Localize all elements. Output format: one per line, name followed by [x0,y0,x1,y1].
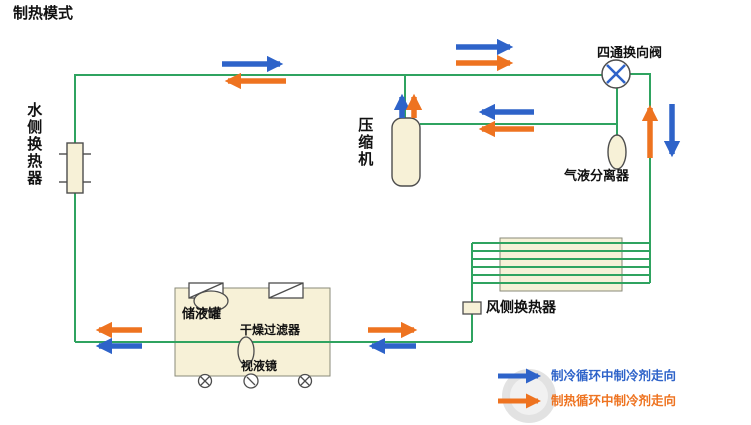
water-hx-label: 水侧换热器 [25,102,43,187]
drier-filter-symbol [237,336,255,366]
four-way-valve-label: 四通换向阀 [597,45,663,60]
compressor-label: 压缩机 [356,117,374,168]
sight-glass-label: 视液镜 [241,359,278,373]
gas-liquid-separator-symbol [607,134,627,170]
refrigerant-circuit-lines [74,73,651,343]
flow-arrows [95,38,681,355]
air-hx-fitting [462,301,482,315]
page-title: 制热模式 [13,5,74,22]
legend-cooling-label: 制冷循环中制冷剂走向 [551,369,677,383]
water-hx-symbol [59,142,91,194]
air-hx-label: 风侧换热器 [486,299,556,315]
receiver-box-components [188,282,313,389]
compressor-symbol [391,117,421,187]
legend-heating-label: 制热循环中制冷剂走向 [551,394,677,408]
shutoff-valve-right [297,373,313,389]
shutoff-valve-left [197,373,213,389]
legend-arrows [498,368,541,409]
gas-liquid-separator-label: 气液分离器 [564,168,630,183]
receiver-tank-label: 储液罐 [182,306,222,321]
drier-filter-label: 干燥过滤器 [240,323,301,337]
four-way-valve-symbol [601,59,631,89]
receiver-tank-symbol [193,290,229,312]
